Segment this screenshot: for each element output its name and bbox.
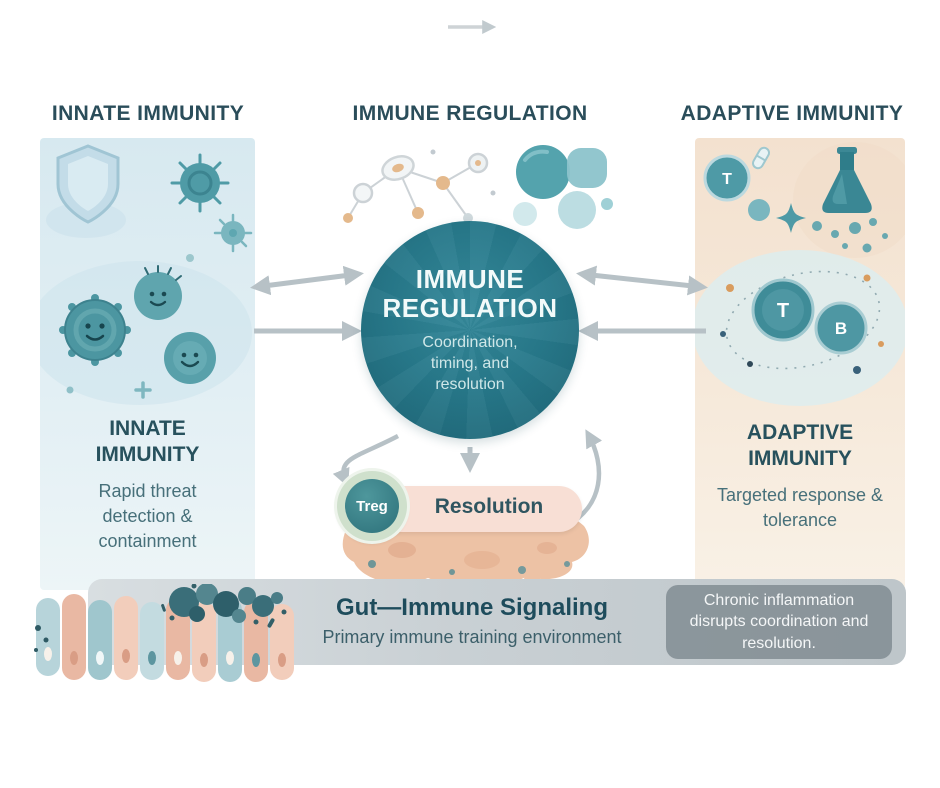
adaptive-panel-artwork: T (695, 142, 905, 406)
signal-dots (720, 274, 884, 374)
gut-band-subtitle: Primary immune training environment (322, 627, 622, 647)
dot (186, 254, 194, 262)
star-icon (776, 203, 806, 233)
innate-panel-artwork (40, 144, 253, 405)
svg-text:T: T (777, 300, 789, 322)
arrow-innate-top (250, 265, 364, 296)
pill-icon (752, 146, 770, 170)
virus-icon (170, 153, 230, 213)
orbit-path (725, 270, 881, 370)
t-cell-icon: T (751, 278, 815, 342)
t-cell-small-icon: T (703, 154, 751, 202)
innate-panel-description: Rapid threat detection & containment (98, 480, 197, 551)
gut-immune-signaling-band: Gut—Immune Signaling Primary immune trai… (88, 579, 906, 665)
cell-dot (748, 199, 770, 221)
flask-icon (812, 147, 888, 253)
chronic-inflammation-note: Chronic inflammation disrupts coordinati… (666, 585, 892, 659)
b-cell-icon: B (814, 301, 868, 355)
plus-icon (134, 381, 152, 399)
header-innate-immunity: INNATE IMMUNITY (51, 102, 245, 125)
virus-icon-small (213, 213, 253, 253)
adaptive-immunity-panel: T (695, 138, 905, 590)
resolution-label: Resolution (434, 495, 544, 518)
shield-icon (56, 144, 120, 224)
treg-label: Treg (345, 479, 399, 533)
innate-immunity-panel: INNATE IMMUNITY Rapid threat detection &… (40, 138, 255, 590)
gut-band-title: Gut—Immune Signaling (335, 594, 608, 621)
droplets (812, 218, 888, 253)
adaptive-panel-title: ADAPTIVE IMMUNITY (746, 421, 854, 471)
left-specks (34, 625, 49, 652)
svg-text:B: B (835, 319, 847, 338)
header-adaptive-immunity: ADAPTIVE IMMUNITY (680, 102, 904, 125)
hub-title: IMMUNE REGULATION (382, 264, 558, 324)
innate-cells-icon (59, 265, 216, 399)
adaptive-panel-description: Targeted response & tolerance (716, 484, 884, 530)
arrow-adaptive-top (576, 265, 708, 296)
treg-cell-icon: Treg (337, 471, 407, 541)
cytokine-cluster-icon (513, 145, 613, 229)
hub-subtitle: Coordination, timing, and resolution (422, 334, 518, 393)
svg-text:T: T (722, 171, 732, 188)
header-immune-regulation: IMMUNE REGULATION (352, 102, 588, 125)
innate-panel-title: INNATE IMMUNITY (95, 417, 200, 467)
immune-regulation-hub: IMMUNE REGULATION Coordination, timing, … (361, 221, 579, 439)
